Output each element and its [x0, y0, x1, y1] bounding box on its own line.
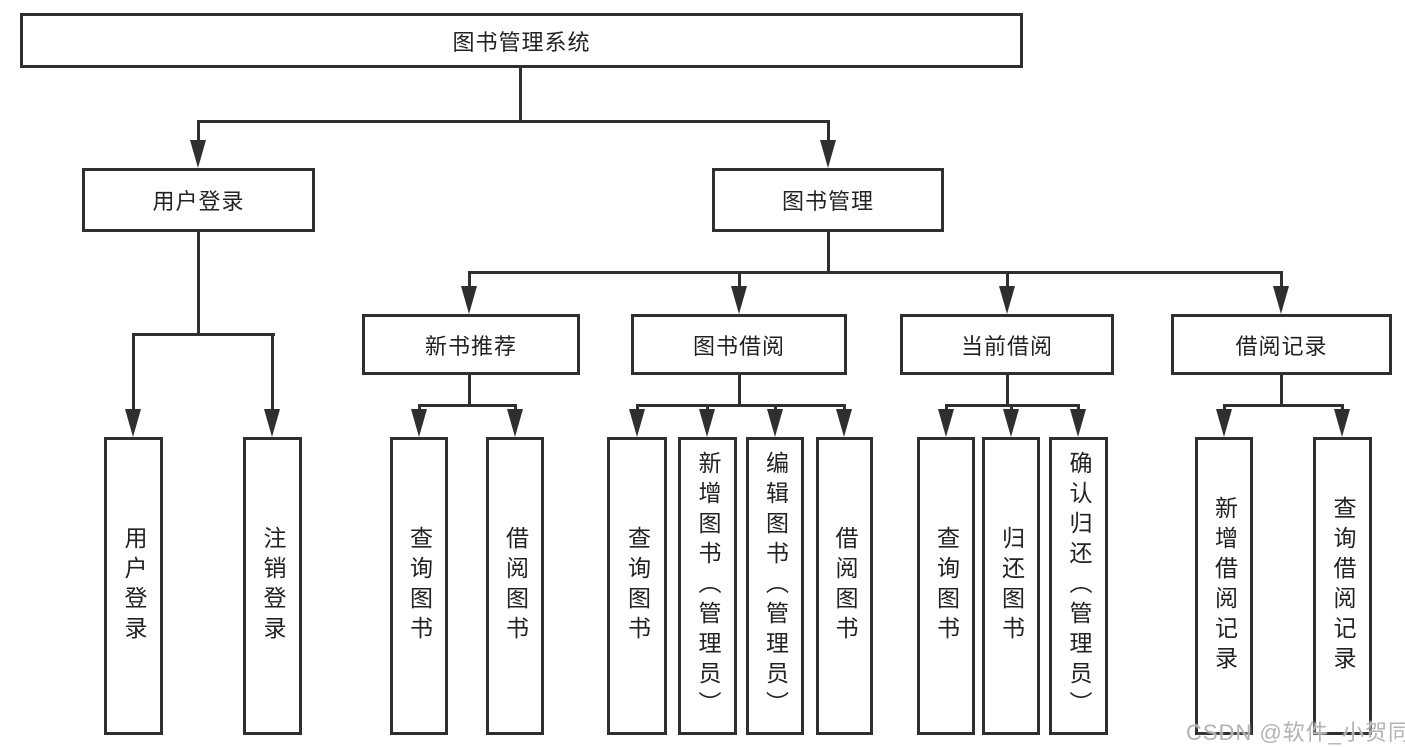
leaf-nb-query-books: 查询图书 — [390, 437, 448, 735]
leaf-bb-add-book-admin: 新增图书（管理员） — [678, 437, 737, 735]
node-library-management-system: 图书管理系统 — [20, 13, 1023, 68]
leaf-nb-borrow-books: 借阅图书 — [486, 437, 544, 735]
arrowhead-user-login — [190, 140, 206, 168]
connector-drop-bb-add — [706, 404, 709, 411]
arrowhead-br-add — [1216, 409, 1232, 437]
leaf-nb-borrow-books-label: 借阅图书 — [502, 526, 529, 646]
connector-book-borrowing-bus — [636, 404, 846, 407]
leaf-user-login: 用户登录 — [104, 437, 163, 735]
connector-drop-user-login — [197, 120, 200, 144]
arrowhead-leaf-logout — [264, 409, 280, 437]
connector-root-stem — [519, 68, 522, 122]
leaf-cb-confirm-return-admin: 确认归还（管理员） — [1049, 437, 1108, 735]
arrowhead-cb-return — [1003, 409, 1019, 437]
connector-new-book-bus — [418, 404, 517, 407]
leaf-logout: 注销登录 — [243, 437, 302, 735]
leaf-br-add-record-label: 新增借阅记录 — [1211, 496, 1238, 676]
connector-drop-bb-borrow — [843, 404, 846, 411]
leaf-cb-confirm-return-admin-label: 确认归还（管理员） — [1066, 451, 1092, 721]
node-book-borrowing: 图书借阅 — [631, 314, 847, 375]
leaf-bb-edit-book-admin: 编辑图书（管理员） — [746, 437, 804, 735]
connector-borrowing-records-stem — [1280, 375, 1283, 406]
arrowhead-nb-borrow — [507, 409, 523, 437]
arrowhead-new-book — [461, 286, 477, 314]
connector-book-borrowing-stem — [738, 375, 741, 406]
arrowhead-borrowing-records — [1273, 286, 1289, 314]
connector-drop-leaf-logout — [271, 333, 274, 411]
connector-user-login-bus — [132, 333, 275, 336]
leaf-nb-query-books-label: 查询图书 — [406, 526, 433, 646]
leaf-bb-add-book-admin-label: 新增图书（管理员） — [695, 451, 721, 721]
node-user-login: 用户登录 — [82, 168, 315, 232]
leaf-cb-query-books-label: 查询图书 — [933, 526, 960, 646]
connector-borrowing-records-bus — [1223, 404, 1344, 407]
connector-user-login-stem — [197, 232, 200, 336]
arrowhead-bb-add — [699, 409, 715, 437]
arrowhead-leaf-user-login — [125, 409, 141, 437]
arrowhead-bb-borrow — [836, 409, 852, 437]
arrowhead-nb-query — [411, 409, 427, 437]
leaf-logout-label: 注销登录 — [260, 526, 286, 646]
connector-drop-nb-borrow — [514, 404, 517, 411]
node-new-book-recommendation: 新书推荐 — [362, 314, 580, 375]
arrowhead-br-query — [1334, 409, 1350, 437]
leaf-br-add-record: 新增借阅记录 — [1195, 437, 1253, 735]
connector-new-book-stem — [468, 375, 471, 406]
connector-drop-bb-query — [636, 404, 639, 411]
arrowhead-book-borrowing — [731, 286, 747, 314]
connector-drop-current-borrowing — [1006, 271, 1009, 288]
leaf-br-query-record: 查询借阅记录 — [1313, 437, 1372, 735]
leaf-bb-borrow-books-label: 借阅图书 — [832, 526, 858, 646]
arrowhead-bb-edit — [767, 409, 783, 437]
connector-drop-bb-edit — [774, 404, 777, 411]
connector-drop-borrowing-records — [1280, 271, 1283, 288]
connector-drop-br-add — [1223, 404, 1226, 411]
node-book-management: 图书管理 — [712, 168, 944, 232]
connector-drop-nb-query — [418, 404, 421, 411]
leaf-cb-query-books: 查询图书 — [917, 437, 975, 735]
leaf-br-query-record-label: 查询借阅记录 — [1330, 496, 1356, 676]
csdn-watermark: CSDN @软件_小贺同学 — [1186, 720, 1405, 745]
connector-book-management-bus — [468, 271, 1283, 274]
connector-drop-leaf-user-login — [132, 333, 135, 411]
connector-drop-cb-query — [945, 404, 948, 411]
leaf-cb-return-books-label: 归还图书 — [998, 526, 1025, 646]
connector-drop-book-management — [827, 120, 830, 144]
connector-drop-br-query — [1341, 404, 1344, 411]
arrowhead-cb-query — [938, 409, 954, 437]
connector-drop-new-book — [468, 271, 471, 288]
connector-current-borrowing-stem — [1006, 375, 1009, 406]
arrowhead-book-management — [820, 140, 836, 168]
connector-root-bus — [197, 120, 830, 123]
arrowhead-cb-confirm — [1070, 409, 1086, 437]
arrowhead-bb-query — [629, 409, 645, 437]
leaf-bb-query-books: 查询图书 — [607, 437, 667, 735]
connector-book-management-stem — [827, 232, 830, 274]
connector-drop-book-borrowing — [738, 271, 741, 288]
node-borrowing-records: 借阅记录 — [1171, 314, 1392, 375]
connector-drop-cb-return — [1010, 404, 1013, 411]
leaf-bb-borrow-books: 借阅图书 — [816, 437, 873, 735]
leaf-user-login-label: 用户登录 — [121, 526, 147, 646]
leaf-bb-query-books-label: 查询图书 — [624, 526, 651, 646]
node-current-borrowing: 当前借阅 — [900, 314, 1114, 375]
leaf-bb-edit-book-admin-label: 编辑图书（管理员） — [762, 451, 789, 721]
arrowhead-current-borrowing — [999, 286, 1015, 314]
connector-drop-cb-confirm — [1077, 404, 1080, 411]
leaf-cb-return-books: 归还图书 — [982, 437, 1040, 735]
